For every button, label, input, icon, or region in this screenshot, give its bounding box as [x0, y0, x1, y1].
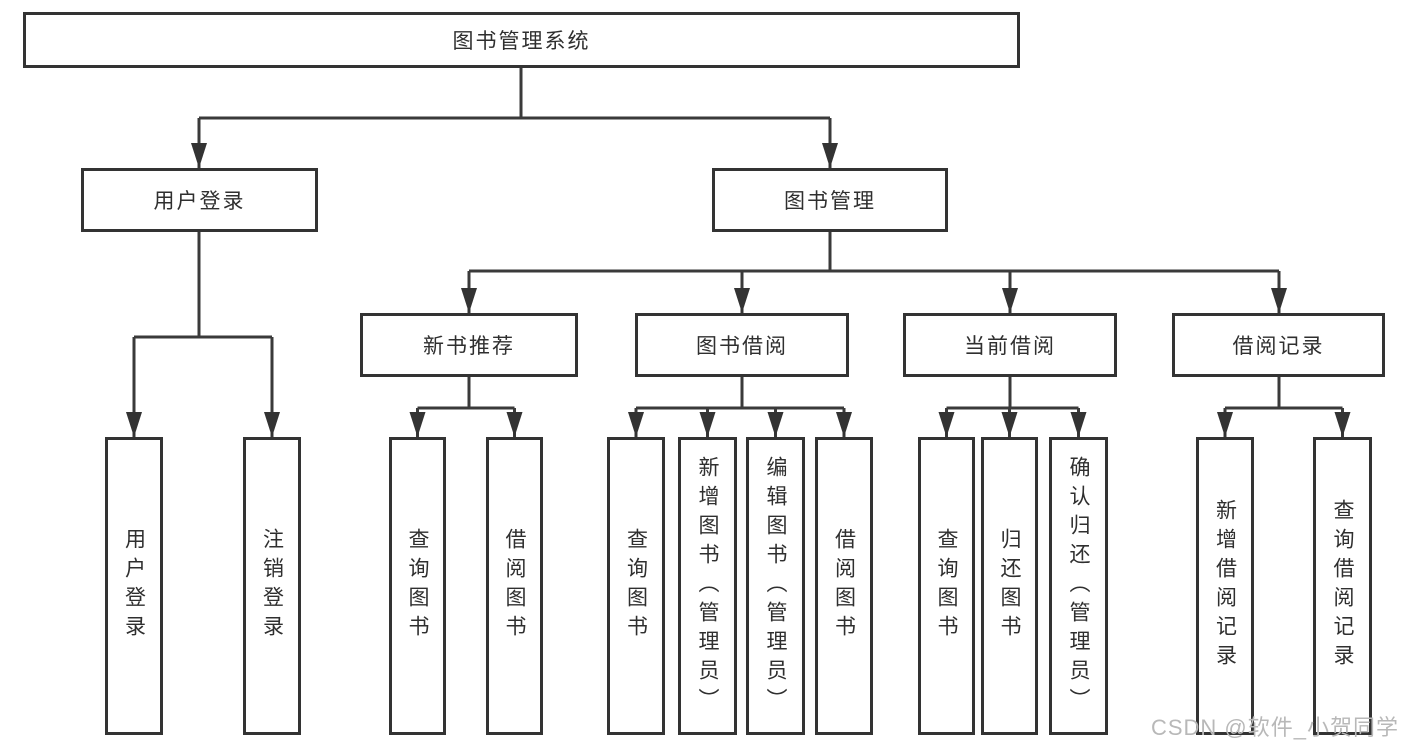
node-label: 借阅记录: [1232, 335, 1325, 358]
leaf-label: 编辑图书（管理员）: [764, 455, 787, 717]
leaf-label: 用户登录: [122, 528, 146, 644]
leaf-query-borrow-record: 查询借阅记录: [1313, 437, 1372, 735]
leaf-add-book-admin: 新增图书（管理员）: [678, 437, 737, 735]
leaf-label: 归还图书: [998, 528, 1021, 644]
node-label: 当前借阅: [964, 335, 1056, 358]
leaf-query-books-current: 查询图书: [918, 437, 975, 735]
leaf-borrow-books-recommend: 借阅图书: [486, 437, 543, 735]
leaf-query-books-borrowing: 查询图书: [607, 437, 665, 735]
leaf-label: 新增借阅记录: [1213, 499, 1237, 673]
leaf-query-books-recommend: 查询图书: [389, 437, 446, 735]
leaf-label: 借阅图书: [503, 528, 526, 644]
node-label: 用户登录: [153, 190, 246, 213]
leaf-label: 查询借阅记录: [1331, 499, 1354, 673]
node-library-management-system: 图书管理系统: [23, 12, 1020, 68]
leaf-logout: 注销登录: [243, 437, 301, 735]
node-book-borrowing: 图书借阅: [635, 313, 849, 377]
leaf-label: 注销登录: [260, 528, 284, 644]
leaf-label: 借阅图书: [832, 528, 856, 644]
leaf-label: 查询图书: [624, 528, 648, 644]
leaf-label: 确认归还（管理员）: [1067, 455, 1090, 717]
node-user-login: 用户登录: [81, 168, 318, 232]
leaf-borrow-books-borrowing: 借阅图书: [815, 437, 873, 735]
leaf-label: 查询图书: [935, 528, 958, 644]
node-label: 图书管理: [784, 190, 876, 213]
leaf-return-books: 归还图书: [981, 437, 1038, 735]
leaf-label: 查询图书: [406, 528, 429, 644]
csdn-watermark: CSDN @软件_小贺同学: [1150, 715, 1399, 740]
node-label: 图书借阅: [696, 335, 788, 358]
node-book-management: 图书管理: [712, 168, 948, 232]
node-new-book-recommendation: 新书推荐: [360, 313, 578, 377]
leaf-label: 新增图书（管理员）: [696, 455, 719, 717]
leaf-confirm-return-admin: 确认归还（管理员）: [1049, 437, 1108, 735]
node-current-borrowing: 当前借阅: [903, 313, 1117, 377]
leaf-add-borrow-record: 新增借阅记录: [1196, 437, 1254, 735]
node-borrowing-records: 借阅记录: [1172, 313, 1385, 377]
leaf-user-login: 用户登录: [105, 437, 163, 735]
leaf-edit-book-admin: 编辑图书（管理员）: [746, 437, 805, 735]
arrowhead-icons: [126, 143, 1351, 437]
node-label: 新书推荐: [423, 335, 515, 358]
node-label: 图书管理系统: [452, 30, 591, 53]
